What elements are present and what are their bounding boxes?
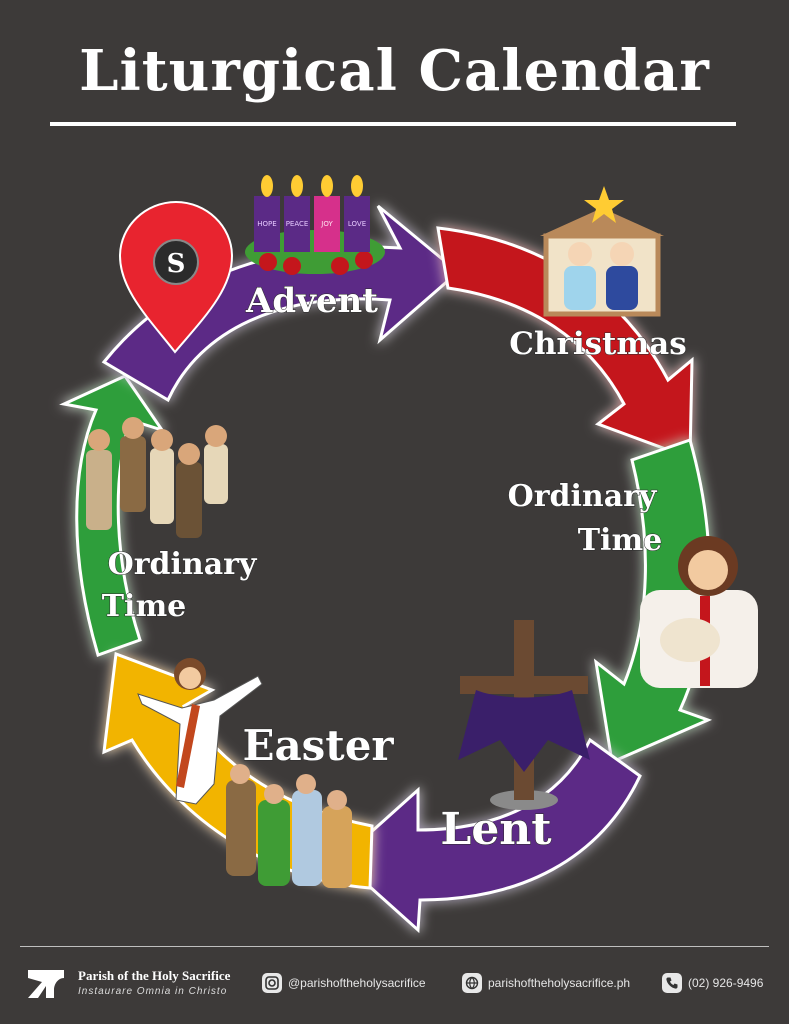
title-divider [50, 122, 736, 126]
christmas-arrow [436, 226, 694, 461]
cross-icon [458, 620, 590, 810]
season-label-ordinary-time-left-line1: Ordinary [108, 547, 258, 582]
footer: Parish of the Holy Sacrifice Instaurare … [0, 956, 789, 1016]
candle-label-love: LOVE [348, 220, 366, 228]
good-shepherd-icon [640, 536, 758, 688]
candle-label-peace: PEACE [286, 220, 309, 228]
advent-wreath-icon: HOPE PEACE JOY LOVE [245, 175, 385, 275]
ordinary-time-left-arrow [59, 374, 166, 657]
phone-contact[interactable]: (02) 926-9496 [662, 972, 763, 994]
phone-number: (02) 926-9496 [688, 976, 764, 990]
season-label-christmas: Christmas [509, 326, 686, 362]
instagram-icon [262, 973, 282, 993]
season-label-advent: Advent [245, 281, 378, 321]
start-marker-label: S [167, 249, 186, 279]
season-label-ordinary-time-right-line1: Ordinary [508, 479, 658, 514]
season-label-ordinary-time-right-line2: Time [578, 523, 663, 558]
phone-icon [662, 973, 682, 993]
footer-divider [20, 946, 769, 947]
nativity-icon [540, 186, 664, 317]
parish-motto: Instaurare Omnia in Christo [78, 986, 228, 997]
liturgical-cycle-diagram: S HOPE PEACE JOY LOVE [59, 175, 758, 934]
season-label-easter: Easter [242, 721, 394, 770]
website-contact[interactable]: parishoftheholysacrifice.ph [462, 972, 630, 994]
instagram-handle: @parishoftheholysacrifice [288, 976, 426, 990]
candle-label-hope: HOPE [257, 220, 276, 228]
season-label-lent: Lent [440, 804, 552, 855]
parish-name: Parish of the Holy Sacrifice [78, 968, 231, 983]
crowd-icon [226, 764, 352, 888]
globe-icon [462, 973, 482, 993]
season-label-ordinary-time-left-line2: Time [102, 589, 187, 624]
page-title: Liturgical Calendar [79, 38, 710, 104]
candle-label-joy: JOY [320, 220, 333, 228]
start-marker-pin: S [118, 200, 234, 354]
risen-christ-icon [137, 658, 263, 805]
website-url: parishoftheholysacrifice.ph [488, 976, 631, 990]
instagram-contact[interactable]: @parishoftheholysacrifice [262, 972, 426, 994]
lent-arrow [337, 737, 642, 934]
disciples-icon [86, 417, 228, 538]
parish-logo-icon [28, 970, 64, 998]
